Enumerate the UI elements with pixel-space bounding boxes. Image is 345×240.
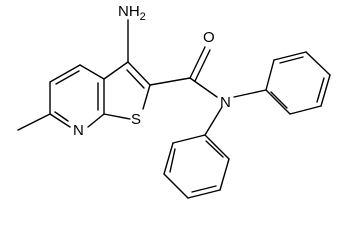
ph1-bond-2: [273, 51, 307, 61]
double-bond-c3-c2: [126, 69, 145, 89]
ph2-bond-2: [163, 142, 174, 175]
methyl-group: [17, 113, 51, 131]
pyridine-nitrogen-label: N: [73, 122, 84, 139]
amide-group: [149, 46, 218, 98]
ph1-bond-4: [320, 74, 331, 107]
bond-n-ph1: [233, 89, 267, 98]
bond-n-ph2: [204, 106, 223, 136]
thiophene-sulfur-label: S: [131, 111, 141, 128]
carbonyl-bond-a: [189, 46, 206, 79]
bond-s-c7a: [103, 113, 131, 120]
ph1-bond-6: [265, 89, 291, 115]
phenyl-ring-upper: [233, 51, 331, 115]
carbonyl-oxygen-label: O: [203, 29, 215, 46]
ph2-bond-6: [204, 134, 230, 160]
double-bond-c5-c4: [55, 70, 80, 85]
ph1-inner-1: [279, 56, 304, 64]
bond-c7a-n: [87, 113, 105, 128]
methyl-bond: [17, 113, 51, 131]
bond-c3-c2: [127, 61, 151, 86]
bond-c4-c4a: [79, 64, 105, 80]
ph2-bond-4: [187, 189, 221, 199]
ph2-inner-2: [191, 185, 217, 193]
ph1-inner-2: [316, 77, 325, 103]
ph1-inner-3: [270, 91, 288, 109]
carbonyl-bond-b: [194, 49, 211, 82]
double-bond-n-c6: [54, 111, 69, 122]
amino-label: NH2: [118, 3, 146, 23]
pyridine-ring: [49, 64, 105, 128]
chemical-structure-diagram: NH2 O N N S: [17, 3, 331, 199]
ph2-inner-1: [169, 148, 176, 173]
thiophene-ring: [103, 61, 151, 120]
bond-c2-s: [142, 84, 151, 110]
ph1-bond-1: [265, 59, 275, 91]
bond-n-c6: [49, 113, 71, 128]
amide-nitrogen-label: N: [220, 94, 231, 111]
ph2-inner-3: [205, 140, 224, 158]
ph2-bond-5: [219, 158, 230, 191]
bond-carbonyl-n: [189, 77, 218, 98]
ph2-bond-3: [163, 173, 189, 199]
bond-c5-c4: [49, 64, 81, 83]
bond-c4a-c3: [103, 61, 129, 80]
bond-c2-carbonyl: [149, 77, 191, 86]
ph1-bond-3: [305, 51, 331, 76]
phenyl-ring-lower: [163, 106, 230, 199]
ph2-bond-1: [172, 134, 206, 144]
ph1-bond-5: [289, 105, 322, 115]
